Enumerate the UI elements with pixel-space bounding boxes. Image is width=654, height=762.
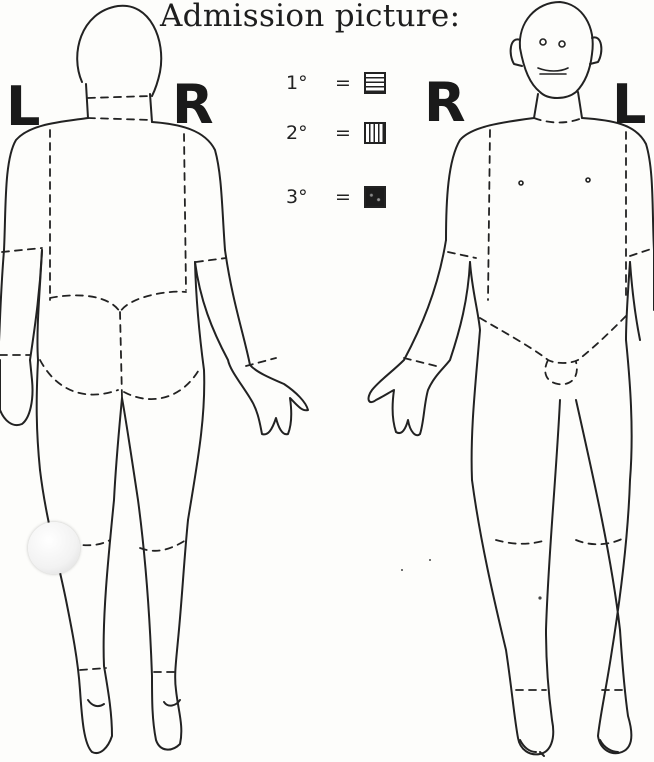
scan-specks xyxy=(401,559,542,600)
back-waist-line xyxy=(50,292,186,312)
front-arm-band-right xyxy=(448,252,476,258)
front-arm-band-left xyxy=(630,248,654,256)
front-knee-left xyxy=(576,538,624,544)
back-right-arm-outline xyxy=(195,250,308,434)
back-left-heel-mark xyxy=(88,700,104,706)
legend-equals: = xyxy=(328,186,358,208)
back-knee-right xyxy=(140,540,186,551)
front-torso-outline xyxy=(446,118,654,250)
front-left-leg-outline xyxy=(576,400,631,753)
legend-degree-label: 3° xyxy=(286,186,328,208)
horizontal-lines-swatch-icon xyxy=(364,72,386,94)
front-face xyxy=(519,39,590,185)
front-left-arm-outline xyxy=(630,250,654,340)
punch-hole-mark xyxy=(28,522,80,574)
vertical-lines-swatch-icon xyxy=(364,122,386,144)
back-neck-outline xyxy=(86,84,152,122)
back-shoulder-right xyxy=(184,134,186,290)
back-gluteal-cleft xyxy=(120,312,122,398)
legend-degree-label: 1° xyxy=(286,72,328,94)
solid-dark-swatch-icon xyxy=(364,186,386,208)
front-knee-right xyxy=(496,540,546,544)
back-ankle-left xyxy=(80,668,106,670)
legend-row-second-degree: 2° = xyxy=(286,118,386,148)
front-hip-outline xyxy=(470,262,632,480)
back-left-arm-outline xyxy=(0,250,42,360)
chart-title: Admission picture: xyxy=(160,0,460,34)
back-neck-band xyxy=(88,96,152,120)
front-eye-right xyxy=(559,41,565,47)
back-left-leg-outline xyxy=(40,398,122,753)
front-neck-outline xyxy=(534,92,582,118)
back-arm-band-right xyxy=(196,258,226,262)
front-mouth xyxy=(538,68,568,74)
front-nipple-right xyxy=(519,181,523,185)
legend-row-third-degree: 3° = xyxy=(286,182,386,212)
back-arm-band-left xyxy=(2,248,42,252)
front-right-arm-outline xyxy=(369,240,470,435)
front-head-outline xyxy=(520,2,593,98)
back-right-leg-outline xyxy=(122,398,188,750)
front-eye-left xyxy=(540,39,546,45)
front-groin-line xyxy=(480,312,630,363)
front-neck-band xyxy=(534,118,582,123)
back-left-hand-outline xyxy=(0,360,33,425)
front-view-left-label: R xyxy=(424,76,466,130)
legend-equals: = xyxy=(328,122,358,144)
back-buttock-right xyxy=(124,368,200,399)
back-view-region-lines xyxy=(0,96,276,672)
back-view-figure xyxy=(0,6,308,753)
front-view-right-label: L xyxy=(612,78,646,132)
front-shoulder-right xyxy=(488,130,490,300)
back-head-outline xyxy=(77,6,161,96)
legend-equals: = xyxy=(328,72,358,94)
front-right-leg-outline xyxy=(472,400,560,754)
legend-row-first-degree: 1° = xyxy=(286,68,386,98)
front-nipple-left xyxy=(586,178,590,182)
back-view-left-label: L xyxy=(6,80,40,134)
legend-degree-label: 2° xyxy=(286,122,328,144)
back-view-right-label: R xyxy=(172,78,214,132)
back-wrist-right xyxy=(246,358,276,366)
front-wrist-right xyxy=(404,358,436,366)
back-buttock-left xyxy=(40,360,118,395)
